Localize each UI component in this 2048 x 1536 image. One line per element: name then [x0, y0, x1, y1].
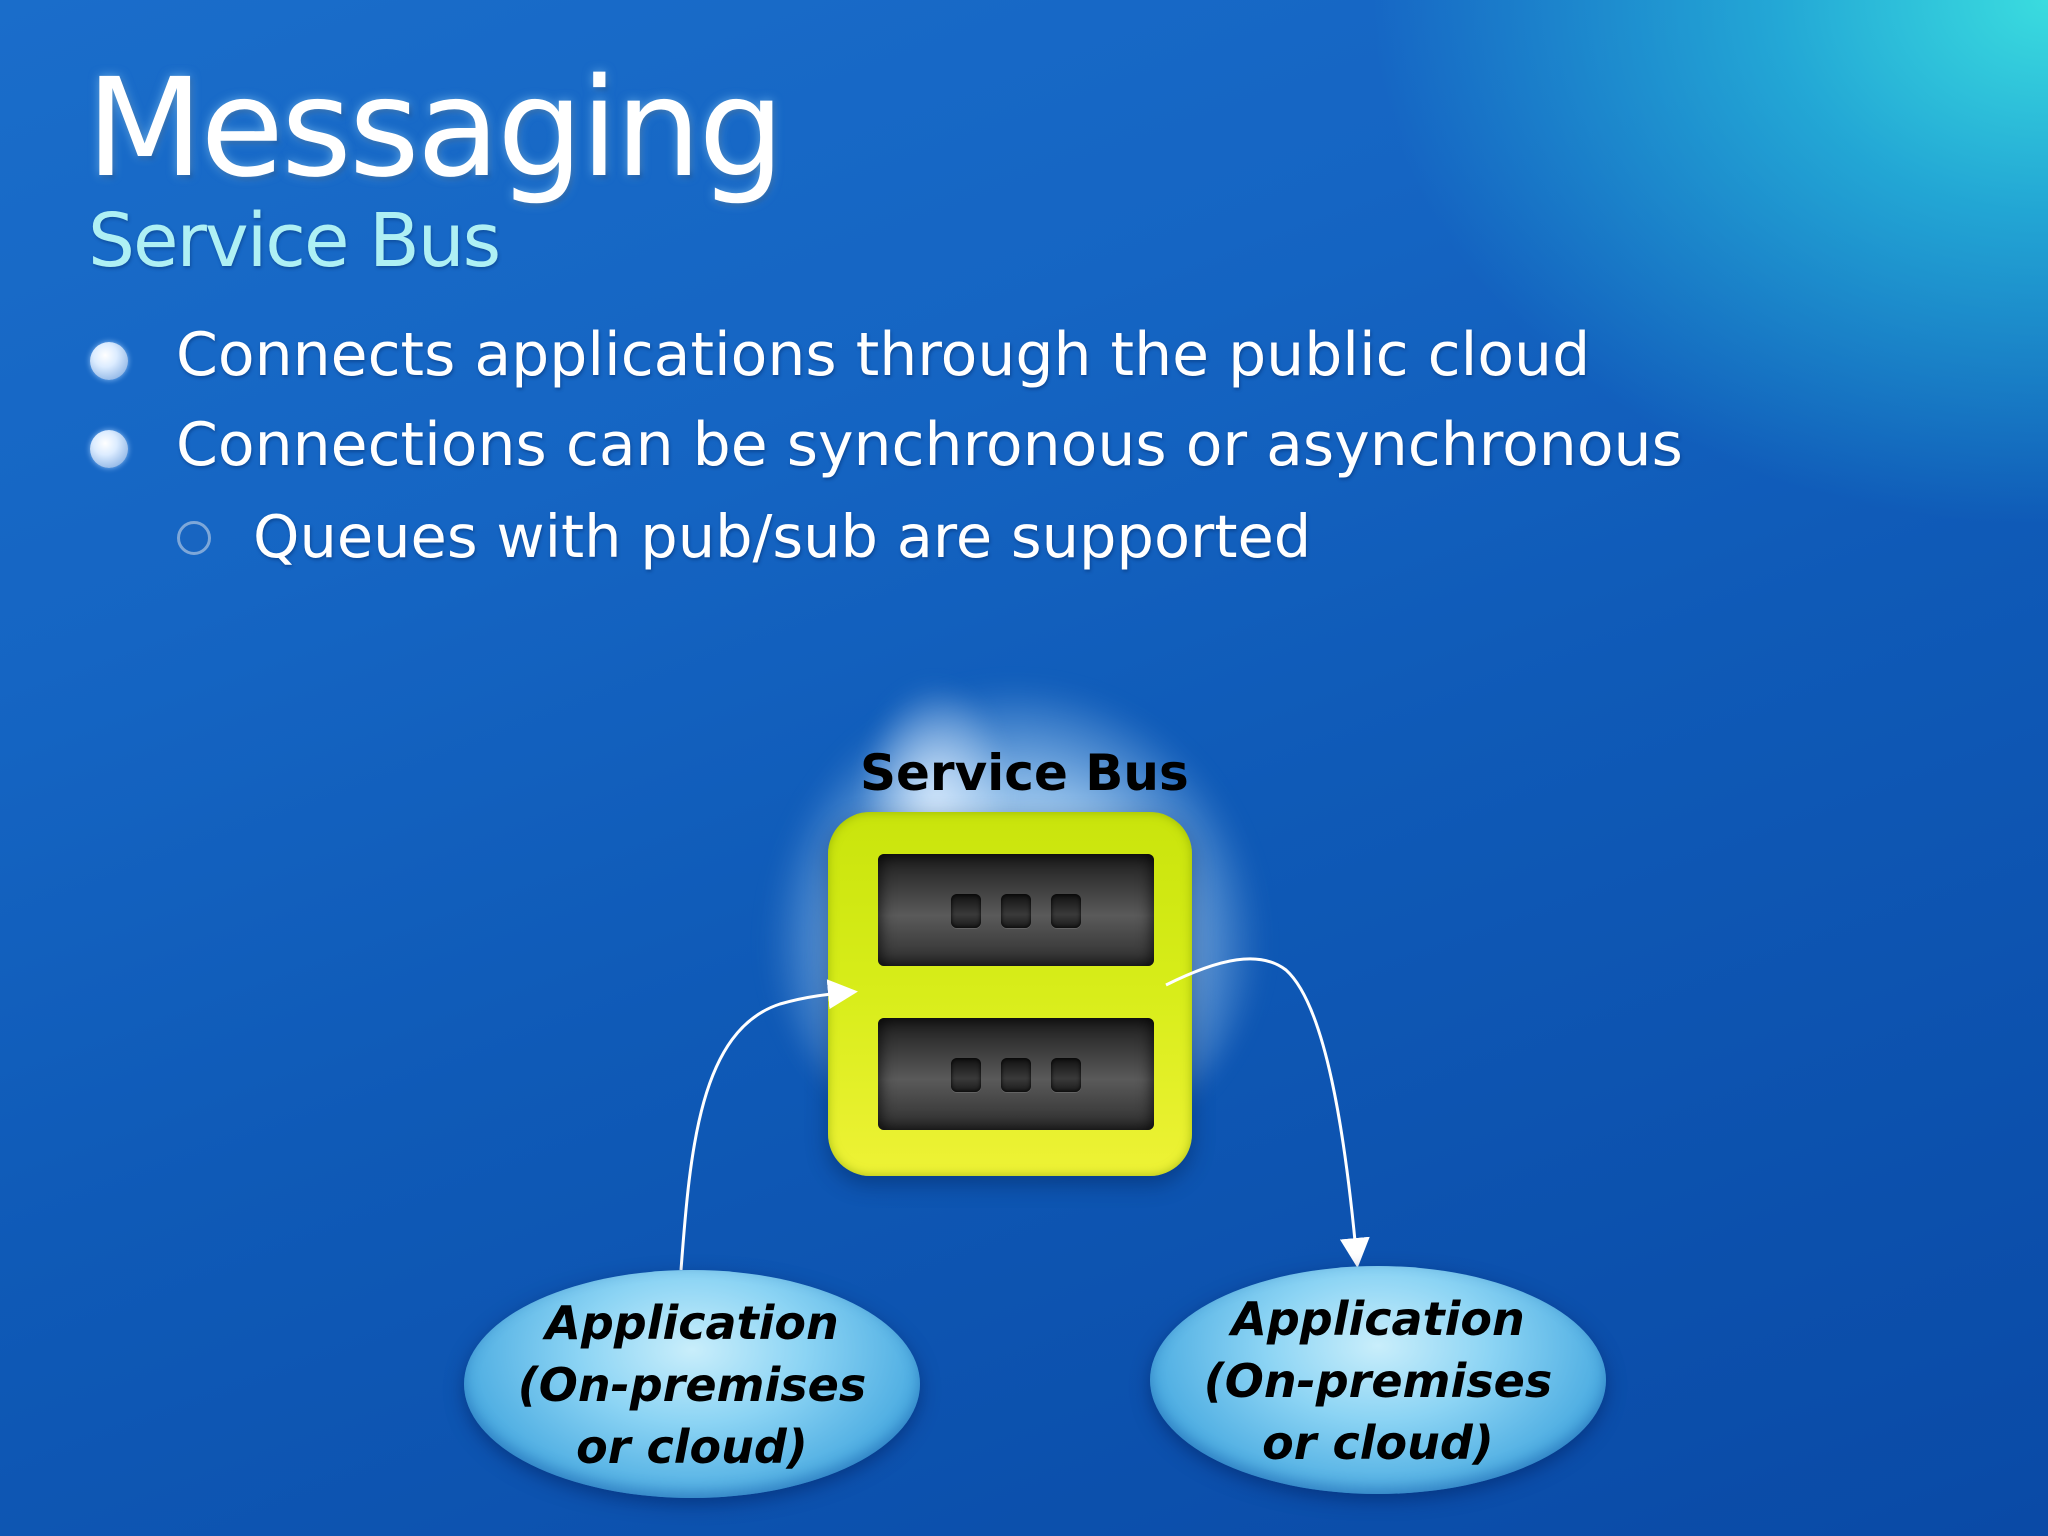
indicator-icon: [1001, 894, 1031, 928]
application-ellipse-right: Application (On-premises or cloud): [1150, 1266, 1606, 1494]
bullet-dot-icon: [90, 430, 128, 468]
queue-slot: [878, 854, 1154, 966]
indicator-icon: [1051, 1058, 1081, 1092]
arrow-icon: [679, 979, 858, 1271]
bullet-item: Connects applications through the public…: [176, 320, 1591, 390]
application-label: Application (On-premises or cloud): [517, 1296, 867, 1474]
bullet-dot-icon: [90, 342, 128, 380]
sub-bullet-item: Queues with pub/sub are supported: [253, 502, 1312, 571]
indicator-icon: [1051, 894, 1081, 928]
indicator-icon: [951, 894, 981, 928]
bullet-item: Connections can be synchronous or asynch…: [176, 410, 1683, 480]
hollow-ring-icon: [177, 521, 211, 555]
queue-slot: [878, 1018, 1154, 1130]
service-bus-label: Service Bus: [860, 744, 1189, 802]
slide-title: Messaging: [86, 50, 785, 208]
application-label: Application (On-premises or cloud): [1203, 1292, 1553, 1470]
indicator-icon: [1001, 1058, 1031, 1092]
arrow-icon: [1165, 957, 1370, 1268]
queue-icon: [828, 812, 1192, 1176]
slide-subtitle: Service Bus: [88, 198, 501, 284]
application-ellipse-left: Application (On-premises or cloud): [464, 1270, 920, 1498]
indicator-icon: [951, 1058, 981, 1092]
